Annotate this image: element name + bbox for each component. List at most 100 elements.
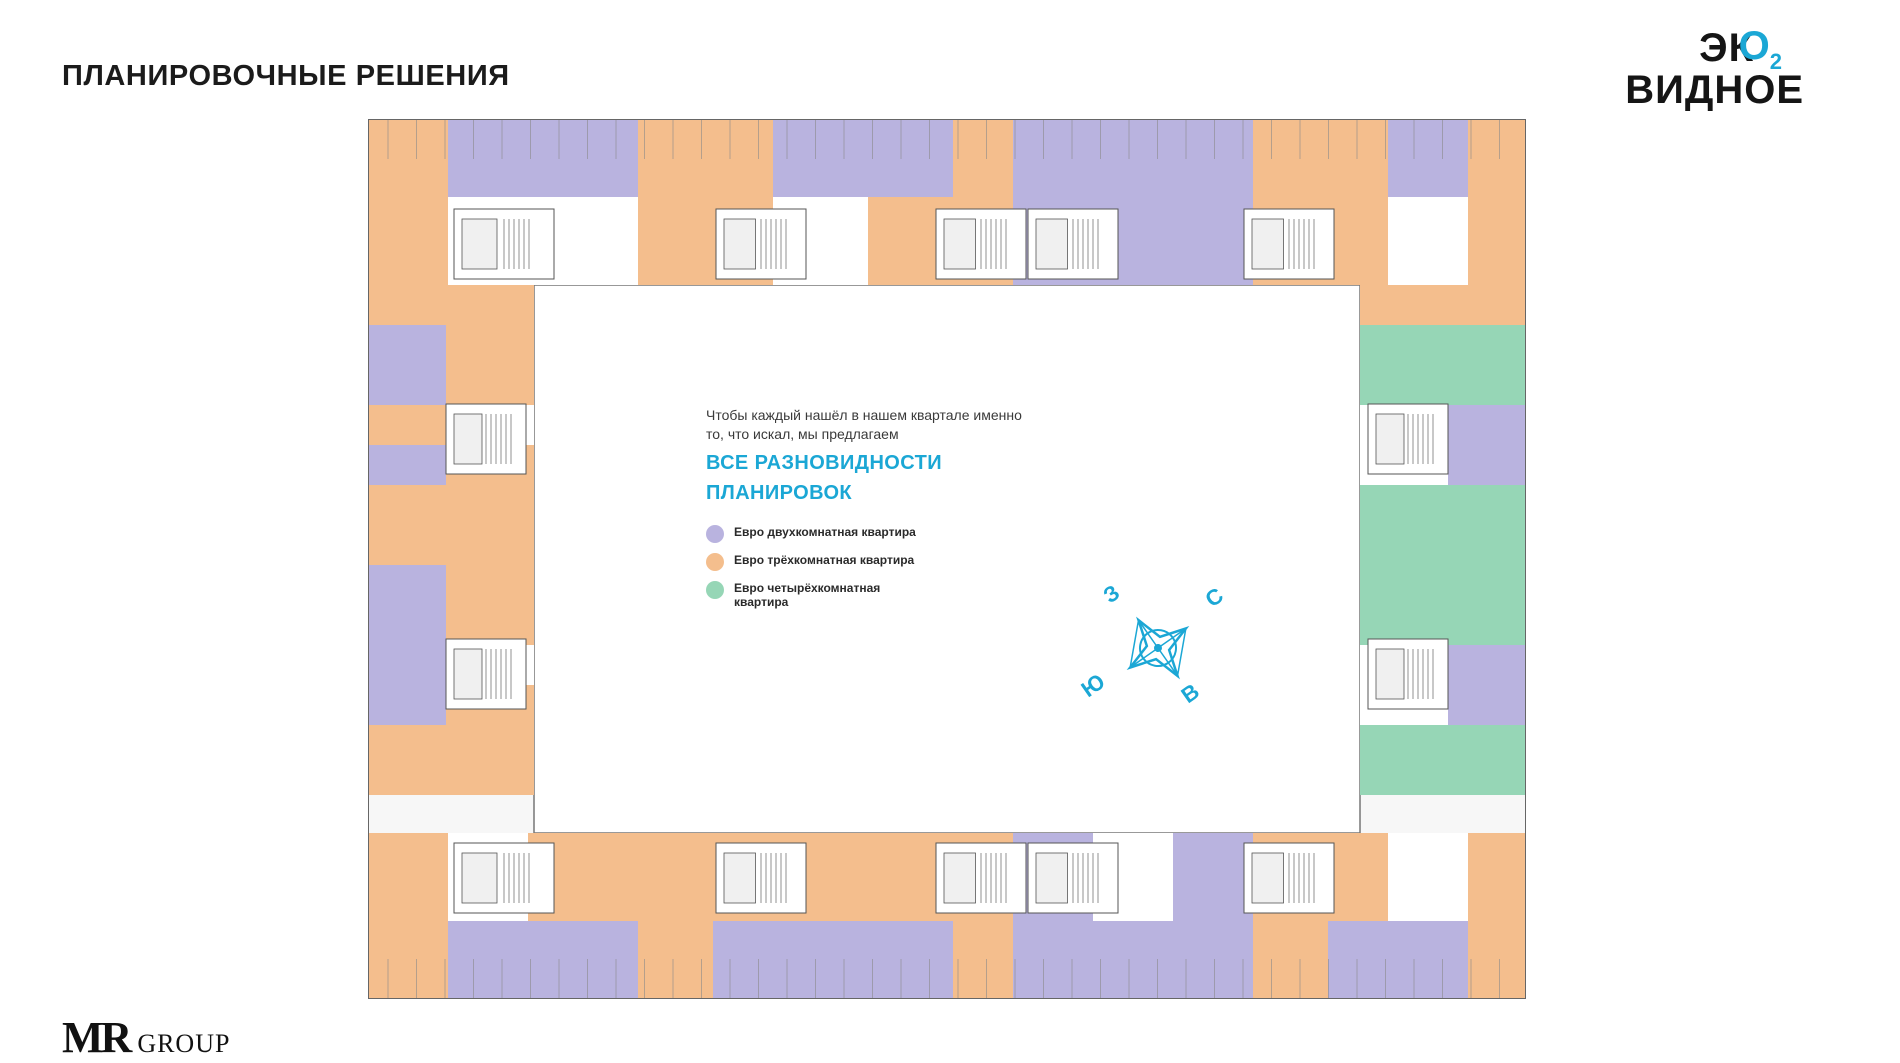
apartment-left-outer (368, 445, 446, 485)
compass-rose-icon: С В Ю З (1077, 580, 1228, 708)
brand-logo: ЭК О2 ВИДНОЕ (1612, 24, 1842, 116)
apartment-bottom-outer (773, 921, 868, 999)
elevator-shaft (723, 218, 756, 270)
brand-line1: ЭК (1699, 26, 1754, 70)
compass-west: З (1099, 580, 1125, 608)
apartment-bottom-outer (638, 921, 713, 999)
elevator-shaft (453, 648, 483, 700)
apartment-top-outer (953, 119, 1013, 197)
legend-label: Евро двухкомнатная квартира (734, 525, 916, 539)
apartment-top-outer (1328, 119, 1388, 197)
apartment-left-outer (368, 765, 446, 795)
apartment-right-outer (1448, 405, 1526, 445)
elevator-shaft (943, 218, 976, 270)
apartment-top-outer (638, 119, 713, 197)
apartment-bottom-inner (1173, 833, 1253, 921)
apartment-right-outer (1448, 685, 1526, 725)
elevator-shaft (1251, 852, 1284, 904)
apartment-left-outer (368, 525, 446, 565)
legend-item-euro-2room: Евро двухкомнатная квартира (706, 525, 916, 543)
apartment-bottom-outer (1388, 921, 1468, 999)
apartment-bottom-inner (1388, 833, 1468, 921)
apartment-top-inner (638, 197, 713, 285)
apartment-top-inner (1328, 197, 1388, 285)
legend-label: Евро четырёхкомнатная квартира (734, 581, 881, 609)
apartment-left-inner (446, 285, 534, 325)
brand-o-letter: О (1738, 24, 1770, 68)
apartment-right-inner (1360, 565, 1448, 645)
apartment-right-inner (1360, 285, 1448, 325)
apartment-left-outer (368, 645, 446, 685)
apartment-top-inner (1468, 197, 1526, 285)
legend-dot-green (706, 581, 724, 599)
apartment-top-inner (1388, 197, 1468, 285)
elevator-shaft (461, 852, 498, 904)
apartment-right-outer (1448, 645, 1526, 685)
apartment-left-outer (368, 325, 446, 405)
elevator-shaft (1375, 648, 1405, 700)
apartment-right-outer (1448, 445, 1526, 485)
apartment-left-outer (368, 485, 446, 525)
apartment-top-outer (448, 119, 528, 197)
apartment-right-outer (1448, 765, 1526, 795)
elevator-shaft (453, 413, 483, 465)
apartment-right-outer (1448, 525, 1526, 565)
elevator-shaft (943, 852, 976, 904)
apartment-left-inner (446, 485, 534, 525)
apartment-right-outer (1448, 325, 1526, 405)
apartment-bottom-inner (638, 833, 713, 921)
apartment-bottom-outer (868, 921, 953, 999)
apartment-left-outer (368, 685, 446, 725)
apartment-bottom-outer (368, 921, 448, 999)
brand-subscript: 2 (1769, 49, 1782, 74)
footer-logo: MR GROUP (62, 1012, 230, 1063)
compass-south: Ю (1077, 669, 1110, 702)
apartment-bottom-outer (1468, 921, 1526, 999)
apartment-bottom-outer (1013, 921, 1093, 999)
elevator-shaft (723, 852, 756, 904)
apartment-right-outer (1448, 565, 1526, 645)
elevator-shaft (1035, 218, 1068, 270)
legend-label: Евро трёхкомнатная квартира (734, 553, 915, 567)
apartment-right-inner (1360, 485, 1448, 525)
intro-headline: ВСЕ РАЗНОВИДНОСТИ ПЛАНИРОВОК (706, 452, 942, 504)
elevator-shaft (1251, 218, 1284, 270)
elevator-shaft (1375, 413, 1405, 465)
legend-item-euro-4room: Евро четырёхкомнатная квартира (706, 581, 906, 609)
apartment-top-outer (1013, 119, 1093, 197)
intro-text: Чтобы каждый нашёл в нашем квартале имен… (706, 407, 1022, 442)
apartment-bottom-outer (1173, 921, 1253, 999)
apartment-bottom-inner (368, 833, 448, 921)
apartment-bottom-outer (448, 921, 528, 999)
elevator-shaft (461, 218, 498, 270)
apartment-left-inner (446, 565, 534, 645)
apartment-top-outer (1388, 119, 1468, 197)
apartment-right-inner (1360, 725, 1448, 765)
apartment-top-inner (368, 197, 448, 285)
apartment-right-outer (1448, 485, 1526, 525)
apartment-bottom-inner (1468, 833, 1526, 921)
apartment-right-outer (1448, 725, 1526, 765)
apartment-bottom-outer (528, 921, 638, 999)
apartment-bottom-outer (1328, 921, 1388, 999)
apartment-left-outer (368, 405, 446, 445)
legend-dot-purple (706, 525, 724, 543)
brand-line2: ВИДНОЕ (1625, 68, 1804, 112)
page-title: ПЛАНИРОВОЧНЫЕ РЕШЕНИЯ (62, 60, 510, 92)
apartment-top-outer (1173, 119, 1253, 197)
apartment-top-outer (1468, 119, 1526, 197)
apartment-left-outer (368, 285, 446, 325)
apartment-top-outer (368, 119, 448, 197)
brand-o2: О2 (1739, 24, 1782, 75)
apartment-right-inner (1360, 325, 1448, 405)
apartment-bottom-outer (1093, 921, 1173, 999)
apartment-left-inner (446, 325, 534, 405)
apartment-top-outer (1093, 119, 1173, 197)
apartment-left-outer (368, 725, 446, 765)
apartment-bottom-inner (1328, 833, 1388, 921)
apartment-top-outer (773, 119, 868, 197)
elevator-shaft (1035, 852, 1068, 904)
apartment-top-outer (1253, 119, 1328, 197)
apartment-right-inner (1360, 765, 1448, 795)
apartment-top-inner (1173, 197, 1253, 285)
